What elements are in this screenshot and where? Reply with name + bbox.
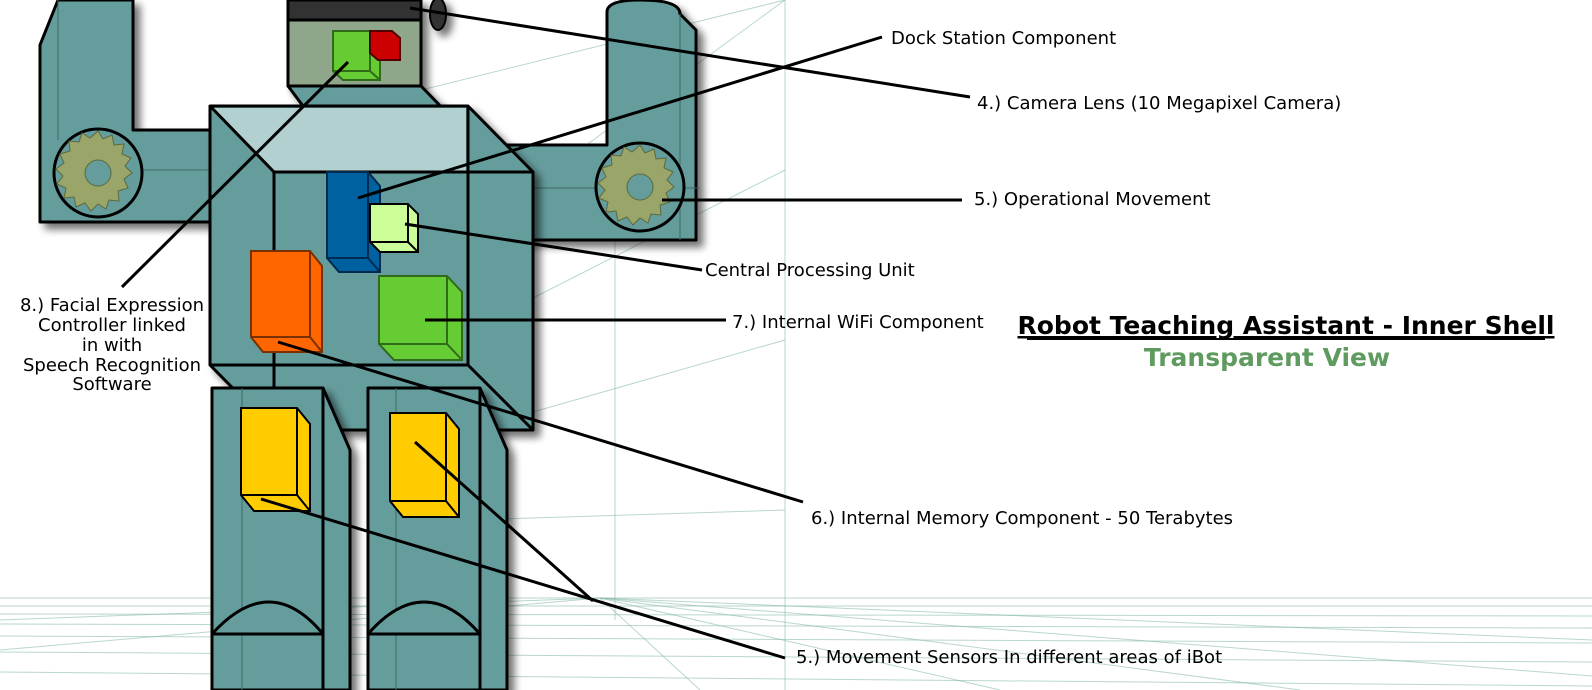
dock-station-block — [332, 30, 401, 81]
label-wifi: 7.) Internal WiFi Component — [732, 312, 984, 333]
label-camera-lens: 4.) Camera Lens (10 Megapixel Camera) — [977, 93, 1341, 114]
label-memory: 6.) Internal Memory Component - 50 Terab… — [811, 508, 1233, 529]
memory-block — [250, 250, 323, 353]
cpu-block — [369, 203, 419, 253]
facial-expression-line-3: in with — [82, 335, 142, 356]
leader-sensor-left — [260, 497, 786, 660]
label-facial-expression: 8.) Facial Expression Controller linked … — [20, 295, 204, 395]
facial-expression-line-2: Controller linked — [38, 315, 186, 336]
diagram-title: Robot Teaching Assistant - Inner Shell — [1018, 311, 1555, 340]
wifi-block — [378, 275, 463, 361]
facial-expression-line-1: 8.) Facial Expression — [20, 295, 204, 316]
camera-processor-block — [326, 171, 381, 273]
diagram-subtitle: Transparent View — [1144, 343, 1390, 372]
leader-lines — [120, 6, 971, 660]
label-operational-movement: 5.) Operational Movement — [974, 189, 1211, 210]
label-cpu: Central Processing Unit — [705, 260, 915, 281]
leader-memory — [277, 340, 804, 504]
facial-expression-line-4: Speech Recognition — [23, 355, 201, 376]
right-gear-icon — [594, 141, 686, 233]
facial-expression-line-5: Software — [72, 374, 151, 395]
label-movement-sensors: 5.) Movement Sensors In different areas … — [796, 647, 1222, 668]
leader-camera-lens — [409, 6, 971, 99]
left-sensor-block — [240, 407, 311, 512]
label-dock-station: Dock Station Component — [891, 28, 1116, 49]
leader-dock-station — [357, 35, 883, 200]
right-sensor-block — [389, 412, 460, 518]
left-gear-icon — [52, 127, 144, 219]
leader-sensor-right — [414, 440, 594, 603]
leader-facial-expression — [120, 60, 350, 289]
leader-cpu — [404, 222, 703, 272]
camera-lens-icon — [429, 0, 447, 31]
